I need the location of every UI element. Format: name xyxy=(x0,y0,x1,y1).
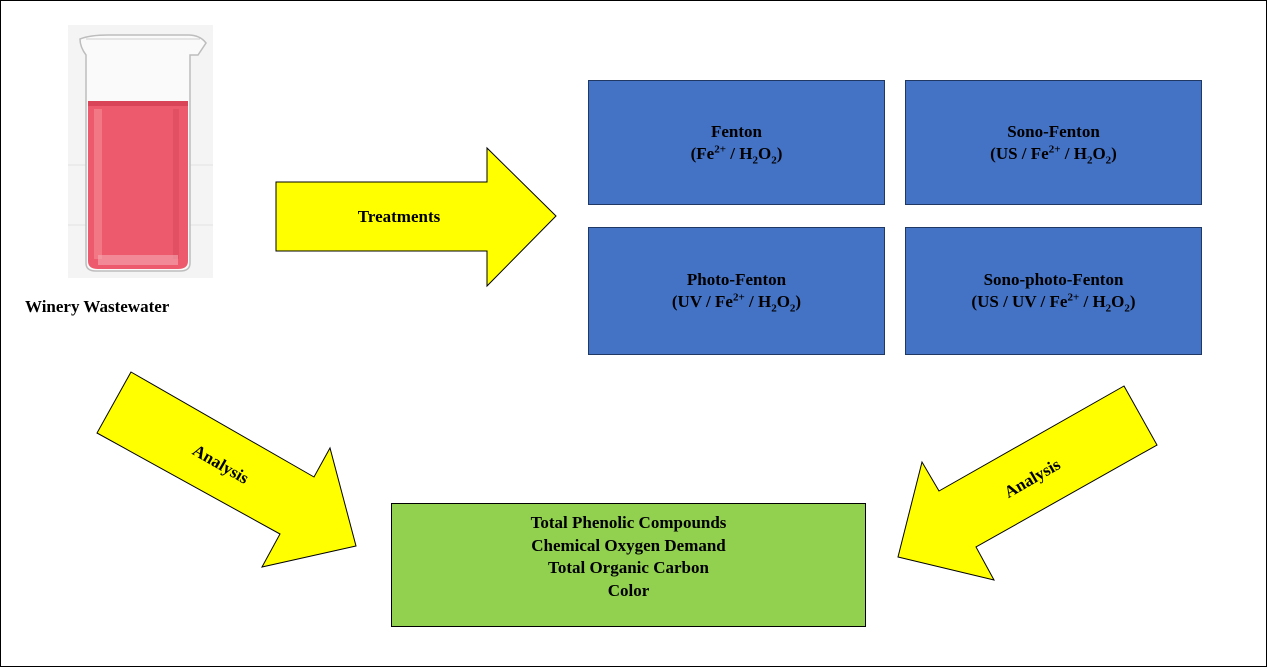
result-item: Chemical Oxygen Demand xyxy=(531,535,726,555)
treatment-formula: (US / Fe2+ / H2O2) xyxy=(990,142,1117,166)
treatment-box-sono-fenton: Sono-Fenton (US / Fe2+ / H2O2) xyxy=(905,80,1202,205)
treatment-box-sono-photo-fenton: Sono-photo-Fenton (US / UV / Fe2+ / H2O2… xyxy=(905,227,1202,355)
treatment-box-fenton: Fenton (Fe2+ / H2O2) xyxy=(588,80,885,205)
beaker-photo xyxy=(68,25,213,278)
treatment-name: Fenton xyxy=(711,121,762,141)
result-item: Color xyxy=(607,580,650,600)
treatment-formula: (Fe2+ / H2O2) xyxy=(690,142,783,166)
treatment-formula: (UV / Fe2+ / H2O2) xyxy=(671,291,802,315)
analysis-results-box: Total Phenolic Compounds Chemical Oxygen… xyxy=(391,503,866,627)
treatments-arrow-label: Treatments xyxy=(358,207,441,226)
beaker-illustration xyxy=(68,25,213,278)
analysis-arrow-right: Analysis xyxy=(897,385,1158,581)
treatment-name: Sono-photo-Fenton xyxy=(983,270,1124,289)
treatment-name: Sono-Fenton xyxy=(1007,121,1100,141)
treatment-name: Photo-Fenton xyxy=(686,270,787,289)
result-item: Total Organic Carbon xyxy=(548,558,709,577)
treatment-box-photo-fenton: Photo-Fenton (UV / Fe2+ / H2O2) xyxy=(588,227,885,355)
result-item: Total Phenolic Compounds xyxy=(530,513,727,532)
treatment-formula: (US / UV / Fe2+ / H2O2) xyxy=(971,291,1136,315)
treatments-arrow: Treatments xyxy=(275,146,557,288)
sample-label: Winery Wastewater xyxy=(25,297,170,316)
analysis-arrow-left: Analysis xyxy=(96,371,357,568)
